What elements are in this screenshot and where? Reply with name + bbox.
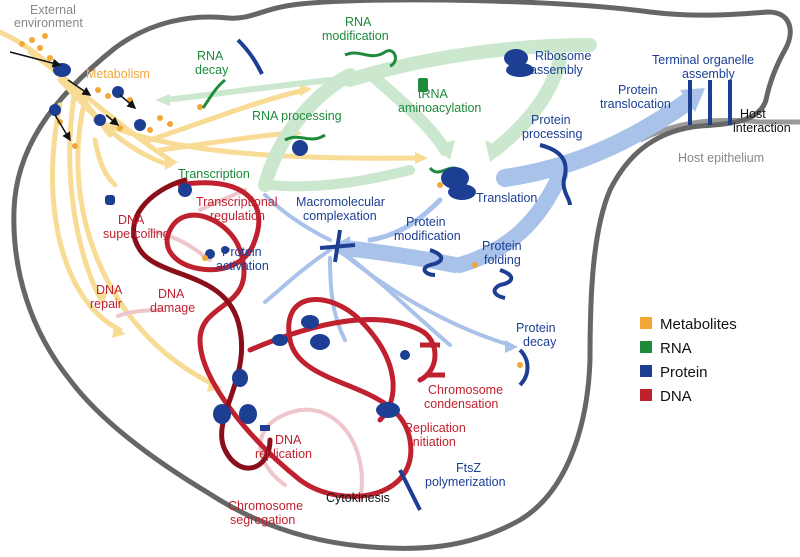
dna-crossbars xyxy=(420,342,445,378)
svg-text:Metabolites: Metabolites xyxy=(660,316,737,333)
protein-flows xyxy=(263,91,699,347)
protein-flow-heads xyxy=(330,88,705,353)
legend-swatch xyxy=(640,365,652,377)
legend-item-protein: Protein xyxy=(640,364,708,381)
label-transcription: Transcription xyxy=(178,167,250,181)
rna-flows xyxy=(162,38,597,192)
label-translation: Translation xyxy=(476,191,537,205)
legend-item-metabolites: Metabolites xyxy=(640,316,737,333)
svg-text:DNA: DNA xyxy=(660,388,692,405)
legend-item-rna: RNA xyxy=(640,340,692,357)
legend-item-dna: DNA xyxy=(640,388,692,405)
metabolism-arrows xyxy=(9,51,137,142)
label-rna-processing: RNA processing xyxy=(252,109,342,123)
legend-swatch xyxy=(640,389,652,401)
legend: Metabolites RNA Protein DNA xyxy=(640,316,737,405)
protein-complexes xyxy=(105,183,410,431)
metabolite-dots xyxy=(19,33,523,368)
translation-ribosome xyxy=(441,167,476,200)
rna-polymerase xyxy=(292,140,308,156)
trna-icon xyxy=(418,78,428,92)
protein-chains xyxy=(236,38,732,511)
label-cytokinesis: Cytokinesis xyxy=(326,491,390,505)
svg-text:RNA: RNA xyxy=(660,340,692,357)
legend-swatch xyxy=(640,341,652,353)
rna-flow-heads xyxy=(155,94,505,162)
legend-swatch xyxy=(640,317,652,329)
label-host-epithelium: Host epithelium xyxy=(678,151,764,165)
ribosome-icon xyxy=(504,49,534,77)
label-metabolism: Metabolism xyxy=(86,67,150,81)
chromosome-ribbon xyxy=(131,177,438,499)
svg-text:Protein: Protein xyxy=(660,364,708,381)
cell-membrane xyxy=(11,0,793,551)
